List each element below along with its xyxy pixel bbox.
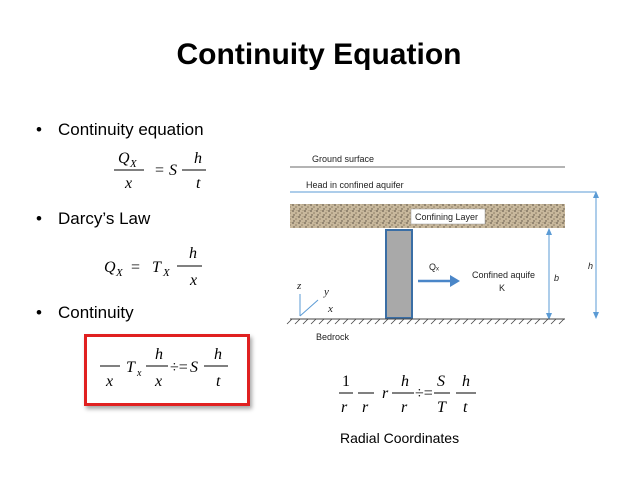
bedrock-hatching <box>286 318 565 325</box>
highlight-box <box>84 334 250 406</box>
axis-y-arrow <box>299 299 319 317</box>
eq3-s: S <box>190 359 198 376</box>
well <box>385 229 413 319</box>
eq3-num-h2: h <box>214 346 222 363</box>
eq4-den-r: r <box>341 399 348 416</box>
eq2-t-sub: X <box>162 267 171 279</box>
axis-x-label: x <box>327 303 333 315</box>
aquifer-label: Confined aquife <box>472 270 535 280</box>
bullet-dot: • <box>36 303 42 322</box>
bullet-dot: • <box>36 120 42 139</box>
axis-z-label: z <box>296 280 302 292</box>
eq4-num-h2: h <box>462 373 470 390</box>
confining-layer-label: Confining Layer <box>415 212 478 222</box>
flow-arrow-head <box>450 275 460 287</box>
h-arrow-bottom <box>593 312 599 319</box>
aquifer-diagram: Ground surface Head in confined aquifer … <box>286 154 599 342</box>
bullet-continuity: • Continuity <box>36 303 134 323</box>
eq1-s: S <box>169 162 177 179</box>
b-arrow-top <box>546 228 552 235</box>
radial-coordinates-caption: Radial Coordinates <box>340 430 460 446</box>
bedrock-label: Bedrock <box>316 332 350 342</box>
eq1-num-h: h <box>194 150 202 167</box>
eq3-t: T <box>126 359 136 376</box>
bullet-text: Continuity equation <box>58 120 204 139</box>
eq4-num-s: S <box>437 373 445 390</box>
eq4-den-t: T <box>437 399 447 416</box>
eq3-num-h: h <box>155 346 163 363</box>
slide-title: Continuity Equation <box>176 38 462 71</box>
bullet-text: Continuity <box>58 303 134 322</box>
eq2-num-h: h <box>189 245 197 262</box>
darcy-equation: Q X = T X h x <box>104 245 202 289</box>
radial-equation: 1 r r r h r ÷= S T h t <box>339 373 476 416</box>
eq1-den-x: x <box>124 175 132 192</box>
eq4-den-t2: t <box>463 399 468 416</box>
eq4-den-r2: r <box>362 399 369 416</box>
axis-y-label: y <box>323 286 329 298</box>
eq4-num-h: h <box>401 373 409 390</box>
eq3-t-sub: x <box>136 368 142 379</box>
h-arrow-top <box>593 191 599 198</box>
eq2-q-sub: X <box>115 267 124 279</box>
bullet-continuity-equation: • Continuity equation <box>36 120 204 140</box>
eq3-op: ÷= <box>170 359 188 376</box>
eq1-equals: = <box>155 162 164 179</box>
b-label: b <box>554 273 559 283</box>
ground-surface-label: Ground surface <box>312 154 374 164</box>
eq3-den-x: x <box>105 373 113 390</box>
eq4-op: ÷= <box>415 385 433 402</box>
eq3-den-t: t <box>216 373 221 390</box>
bullet-dot: • <box>36 209 42 228</box>
eq2-equals: = <box>131 259 140 276</box>
eq3-den-x2: x <box>154 373 162 390</box>
bullet-text: Darcy’s Law <box>58 209 151 228</box>
confining-layer-label-box <box>410 208 486 225</box>
b-arrow-bottom <box>546 313 552 320</box>
continuity-equation: Q X x = S h t <box>114 150 206 192</box>
eq1-num-sub: X <box>129 158 138 170</box>
eq2-den-x: x <box>189 272 197 289</box>
continuity-combined-equation: x T x h x ÷= S h t <box>100 346 228 390</box>
eq1-den-t: t <box>196 175 201 192</box>
eq4-den-r3: r <box>401 399 408 416</box>
eq4-r: r <box>382 385 389 402</box>
eq2-t: T <box>152 259 162 276</box>
k-label: K <box>499 283 505 293</box>
bullet-darcys-law: • Darcy’s Law <box>36 209 150 229</box>
eq2-q: Q <box>104 259 116 276</box>
eq1-num-q: Q <box>118 150 130 167</box>
eq4-num-1: 1 <box>342 373 350 390</box>
head-line-label: Head in confined aquifer <box>306 180 404 190</box>
h-label: h <box>588 261 593 271</box>
flow-label: Qₓ <box>429 262 439 272</box>
